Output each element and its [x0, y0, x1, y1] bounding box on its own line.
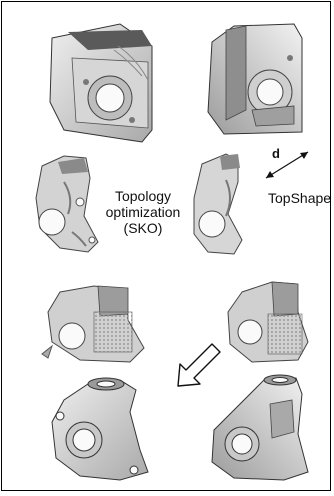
figure-frame: Topology optimization (SKO) TopShape d [1, 1, 331, 491]
topology-result-left [36, 156, 98, 252]
dimension-label: d [272, 146, 280, 162]
topology-label-line1: Topology [94, 188, 192, 204]
final-part-right [212, 375, 308, 480]
lattice-intermediate-right [228, 282, 308, 362]
topology-label-line3: (SKO) [94, 220, 192, 236]
topology-optimization-label: Topology optimization (SKO) [94, 188, 192, 236]
topshape-result-right [194, 154, 242, 254]
process-arrow [178, 344, 220, 386]
topology-label-line2: optimization [94, 204, 192, 220]
topshape-label: TopShape [268, 190, 331, 206]
design-space-left [50, 24, 152, 142]
final-part-left [52, 378, 148, 480]
design-space-right [208, 24, 302, 134]
lattice-intermediate-left [42, 286, 144, 362]
